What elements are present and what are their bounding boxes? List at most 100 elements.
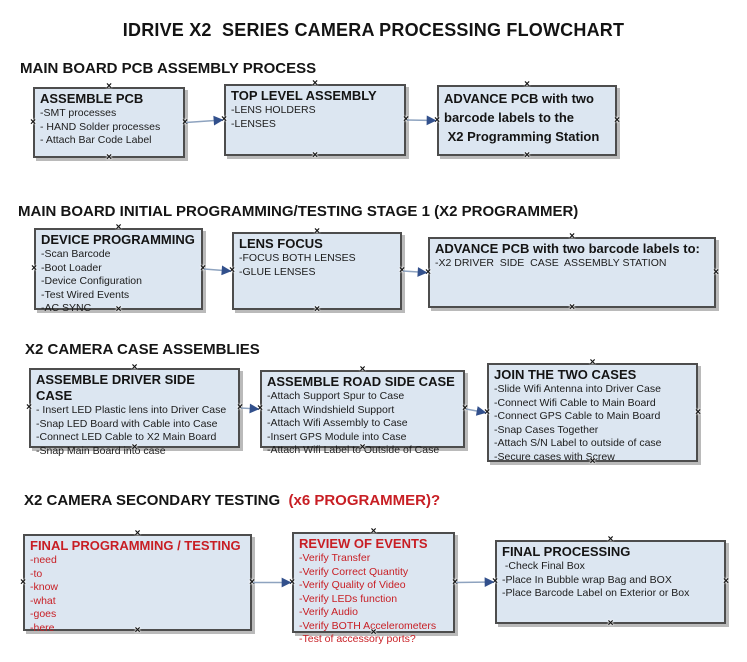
box-line: -LENS HOLDERS bbox=[231, 104, 316, 116]
flow-box-join-the-two-cases: JOIN THE TWO CASES -Slide Wifi Antenna i… bbox=[484, 357, 701, 467]
box-line: - HAND Solder processes bbox=[40, 120, 161, 133]
box-line: -Verify Quality of Video bbox=[299, 579, 406, 591]
box-line: -Verify Correct Quantity bbox=[299, 565, 409, 578]
box-title: ADVANCE PCB with two barcode labels to: bbox=[435, 241, 700, 256]
box-title: TOP LEVEL ASSEMBLY bbox=[231, 88, 377, 103]
flow-box-device-programming: DEVICE PROGRAMMING -Scan Barcode -Boot L… bbox=[31, 222, 206, 315]
box-title: DEVICE PROGRAMMING bbox=[41, 232, 195, 247]
connection-anchor-icon: × bbox=[524, 150, 530, 161]
flow-connector-arrow bbox=[465, 406, 487, 416]
flow-connector-arrow bbox=[240, 403, 260, 414]
flow-box-assemble-pcb: ASSEMBLE PCB -SMT processes - HAND Solde… bbox=[30, 81, 188, 163]
flow-connector-arrow bbox=[402, 267, 428, 277]
box-title: LENS FOCUS bbox=[239, 236, 323, 251]
box-line: -Verify Transfer bbox=[299, 552, 371, 564]
connection-anchor-icon: × bbox=[492, 576, 498, 587]
flow-box-final-programming-testing: FINAL PROGRAMMING / TESTING -need -to -k… bbox=[20, 528, 255, 636]
connection-anchor-icon: × bbox=[131, 362, 138, 373]
heading-text: MAIN BOARD INITIAL PROGRAMMING/TESTING S… bbox=[18, 203, 579, 220]
box-title: ASSEMBLE ROAD SIDE CASE bbox=[267, 374, 455, 389]
box-line: barcode labels to the bbox=[444, 110, 575, 125]
connection-anchor-icon: × bbox=[30, 116, 36, 128]
connection-anchor-icon: × bbox=[403, 114, 409, 125]
connection-anchor-icon: × bbox=[115, 222, 122, 233]
box-line: -Snap Main Board into case bbox=[36, 444, 166, 457]
connection-anchor-icon: × bbox=[434, 114, 440, 126]
connection-anchor-icon: × bbox=[182, 116, 188, 128]
connection-anchor-icon: × bbox=[289, 576, 295, 588]
box-title: FINAL PROGRAMMING / TESTING bbox=[30, 538, 241, 553]
box-title: ASSEMBLE DRIVER SIDE CASE bbox=[36, 372, 199, 403]
connection-anchor-icon: × bbox=[237, 402, 243, 413]
box-line: -Attach Windshield Support bbox=[267, 403, 395, 416]
connection-anchor-icon: × bbox=[723, 576, 729, 587]
box-line: ADVANCE PCB with two bbox=[444, 91, 594, 106]
box-line: -what bbox=[30, 594, 56, 607]
box-line: -LENSES bbox=[231, 117, 276, 130]
box-line: -Snap LED Board with Cable into Case bbox=[36, 417, 218, 430]
flow-connector-arrow bbox=[203, 265, 232, 276]
flow-box-review-of-events: REVIEW OF EVENTS -Verify Transfer -Verif… bbox=[289, 526, 458, 646]
connection-anchor-icon: × bbox=[452, 576, 458, 588]
connection-anchor-icon: × bbox=[106, 81, 112, 92]
heading-text: X2 CAMERA SECONDARY TESTING bbox=[24, 492, 285, 509]
box-line: -X2 DRIVER SIDE CASE ASSEMBLY STATION bbox=[435, 257, 667, 269]
box-line: - Insert LED Plastic lens into Driver Ca… bbox=[36, 404, 227, 416]
box-line: -Connect GPS Cable to Main Board bbox=[494, 410, 661, 422]
section-heading-case-assemblies: X2 CAMERA CASE ASSEMBLIES bbox=[25, 341, 260, 358]
connection-anchor-icon: × bbox=[359, 364, 366, 375]
flow-box-advance-pcb-case-assembly: ADVANCE PCB with two barcode labels to: … bbox=[425, 231, 719, 313]
box-line: -SMT processes bbox=[40, 107, 117, 119]
box-line: -Device Configuration bbox=[41, 275, 142, 287]
box-line: -Place Barcode Label on Exterior or Box bbox=[502, 587, 690, 599]
connection-anchor-icon: × bbox=[607, 618, 614, 629]
box-line: -Verify Audio bbox=[299, 606, 358, 618]
connection-anchor-icon: × bbox=[26, 402, 32, 413]
connection-anchor-icon: × bbox=[524, 79, 530, 90]
flow-box-assemble-driver-side-case: ASSEMBLE DRIVER SIDE CASE - Insert LED P… bbox=[26, 362, 243, 457]
connection-anchor-icon: × bbox=[314, 226, 320, 237]
connection-anchor-icon: × bbox=[314, 304, 320, 315]
connection-anchor-icon: × bbox=[249, 576, 255, 588]
heading-text-red: (x6 PROGRAMMER)? bbox=[284, 492, 441, 509]
box-line: -to bbox=[30, 567, 43, 580]
box-line: -Boot Loader bbox=[41, 261, 102, 274]
box-line: -FOCUS BOTH LENSES bbox=[239, 252, 356, 264]
connection-anchor-icon: × bbox=[229, 265, 235, 276]
flow-box-advance-pcb-programming-station: ADVANCE PCB with two barcode labels to t… bbox=[434, 79, 620, 161]
heading-text: X2 CAMERA CASE ASSEMBLIES bbox=[25, 341, 260, 358]
flow-connector-arrow bbox=[455, 577, 495, 588]
flow-box-final-processing: FINAL PROCESSING -Check Final Box -Place… bbox=[492, 535, 729, 629]
connection-anchor-icon: × bbox=[589, 357, 596, 368]
box-title: JOIN THE TWO CASES bbox=[494, 367, 637, 382]
box-line: -Slide Wifi Antenna into Driver Case bbox=[494, 383, 661, 395]
connection-anchor-icon: × bbox=[462, 403, 468, 414]
box-line: -Attach Wifi Assembly to Case bbox=[267, 417, 408, 429]
connection-anchor-icon: × bbox=[569, 231, 575, 242]
flow-box-top-level-assembly: TOP LEVEL ASSEMBLY -LENS HOLDERS -LENSES… bbox=[221, 79, 409, 161]
connection-anchor-icon: × bbox=[399, 265, 405, 276]
box-line: -Attach S/N Label to outside of case bbox=[494, 437, 662, 449]
box-line: -need bbox=[30, 554, 57, 566]
box-line: -Scan Barcode bbox=[41, 248, 111, 260]
box-line: -Connect LED Cable to X2 Main Board bbox=[36, 431, 217, 443]
box-line: -Secure cases with Screw bbox=[494, 450, 615, 463]
connection-anchor-icon: × bbox=[484, 406, 490, 418]
box-line: -GLUE LENSES bbox=[239, 265, 316, 278]
box-line: -Verify LEDs function bbox=[299, 592, 398, 605]
connection-anchor-icon: × bbox=[134, 528, 141, 539]
section-heading-initial-programming: MAIN BOARD INITIAL PROGRAMMING/TESTING S… bbox=[18, 203, 578, 220]
connection-anchor-icon: × bbox=[713, 266, 719, 278]
box-title: REVIEW OF EVENTS bbox=[299, 536, 428, 551]
box-line: -know bbox=[30, 581, 59, 593]
section-heading-secondary-testing: X2 CAMERA SECONDARY TESTING (x6 PROGRAMM… bbox=[24, 492, 440, 509]
connection-anchor-icon: × bbox=[370, 526, 377, 537]
page-title: IDRIVE X2 SERIES CAMERA PROCESSING FLOWC… bbox=[122, 20, 625, 40]
connection-anchor-icon: × bbox=[569, 302, 575, 313]
connection-anchor-icon: × bbox=[31, 263, 37, 274]
flow-box-assemble-road-side-case: ASSEMBLE ROAD SIDE CASE -Attach Support … bbox=[257, 364, 468, 457]
connection-anchor-icon: × bbox=[425, 266, 431, 278]
box-line: -Check Final Box bbox=[502, 560, 585, 572]
heading-text: MAIN BOARD PCB ASSEMBLY PROCESS bbox=[20, 60, 317, 77]
